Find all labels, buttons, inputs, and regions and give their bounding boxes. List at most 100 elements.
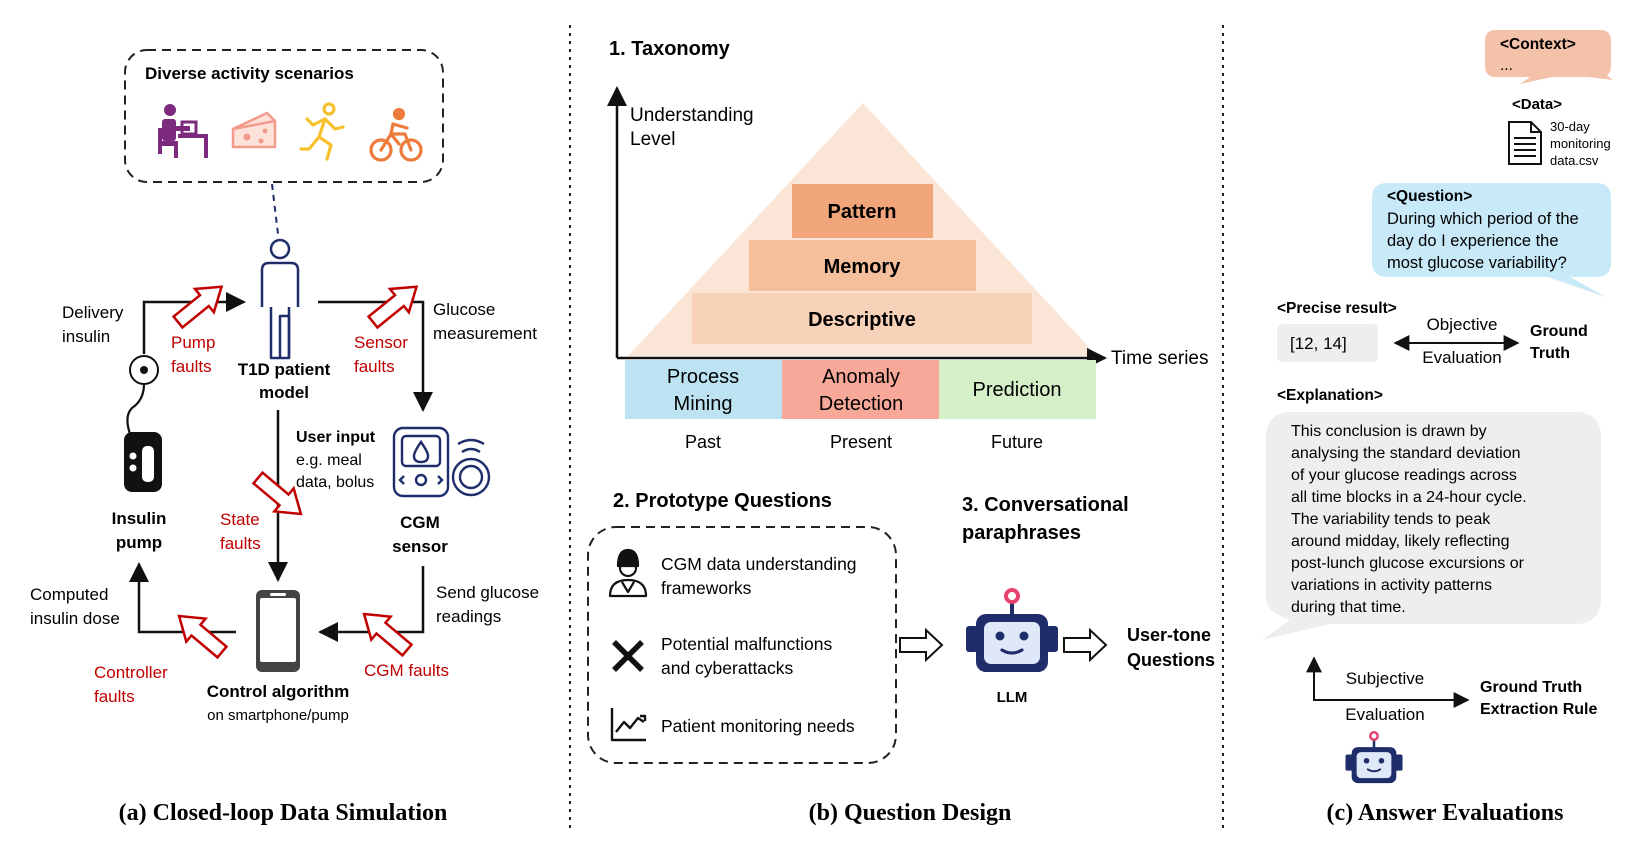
pump-faults-2: faults bbox=[171, 357, 212, 376]
pump-fault-arrow bbox=[167, 273, 233, 335]
panel-c: <Context> ... <Data> 30-day monitoring d… bbox=[1262, 30, 1613, 826]
level-memory-label: Memory bbox=[824, 256, 902, 278]
scenarios-box bbox=[124, 49, 444, 183]
doctor-icon bbox=[608, 548, 648, 598]
control-title: Control algorithm bbox=[207, 682, 350, 701]
llm-robot-icon bbox=[964, 588, 1060, 674]
question-line-2: day do I experience the bbox=[1387, 232, 1559, 250]
sensor-faults-1: Sensor bbox=[354, 333, 408, 352]
proto-3-line-1: Patient monitoring needs bbox=[661, 716, 855, 736]
time-present: Present bbox=[830, 432, 892, 452]
proto-title: 2. Prototype Questions bbox=[613, 490, 832, 512]
pump-faults-1: Pump bbox=[171, 333, 215, 352]
file-name-3: data.csv bbox=[1550, 153, 1599, 168]
explanation-line-6: around midday, likely reflecting bbox=[1291, 533, 1509, 550]
category-anomaly bbox=[782, 360, 939, 419]
question-bubble bbox=[1372, 183, 1611, 297]
y-label-2: Level bbox=[630, 129, 675, 150]
proto-2-line-1: Potential malfunctions bbox=[661, 634, 832, 654]
control-sub: on smartphone/pump bbox=[207, 707, 349, 724]
precise-result-box bbox=[1277, 324, 1378, 362]
question-tag: <Question> bbox=[1387, 188, 1472, 205]
desk-worker-icon bbox=[158, 104, 208, 158]
proto-1-line-1: CGM data understanding bbox=[661, 554, 857, 574]
time-past: Past bbox=[685, 432, 721, 452]
caption-b: (b) Question Design bbox=[809, 800, 1012, 826]
cgm-sensor-icon bbox=[392, 426, 491, 498]
context-bubble bbox=[1485, 30, 1611, 84]
proto-2-line-2: and cyberattacks bbox=[661, 658, 794, 678]
user-tone-1: User-tone bbox=[1127, 625, 1211, 645]
explanation-line-2: analysing the standard deviation bbox=[1291, 445, 1521, 462]
conv-title-2: paraphrases bbox=[962, 522, 1081, 544]
computed-label-1: Computed bbox=[30, 585, 108, 604]
glucose-label-1: Glucose bbox=[433, 300, 495, 319]
level-pattern-label: Pattern bbox=[828, 201, 897, 223]
explanation-tag: <Explanation> bbox=[1277, 387, 1383, 404]
user-input-2: data, bolus bbox=[296, 474, 374, 491]
precise-tag: <Precise result> bbox=[1277, 300, 1397, 317]
evaluation-label-2: Evaluation bbox=[1345, 705, 1424, 724]
explanation-bubble bbox=[1262, 412, 1601, 640]
cross-icon bbox=[612, 640, 644, 672]
send-label-2: readings bbox=[436, 607, 501, 626]
patient-label-1: T1D patient bbox=[238, 360, 331, 379]
sensor-fault-arrow bbox=[362, 273, 428, 335]
scenarios-title: Diverse activity scenarios bbox=[145, 64, 354, 83]
file-icon bbox=[1508, 121, 1542, 165]
question-line-3: most glucose variability? bbox=[1387, 254, 1567, 272]
explanation-line-5: The variability tends to peak bbox=[1291, 511, 1491, 528]
controller-faults-2: faults bbox=[94, 687, 135, 706]
runner-icon bbox=[299, 102, 345, 161]
explanation-line-9: during that time. bbox=[1291, 599, 1406, 616]
data-tag: <Data> bbox=[1512, 96, 1562, 113]
state-faults-1: State bbox=[220, 510, 260, 529]
file-name-1: 30-day bbox=[1550, 119, 1590, 134]
x-label: Time series bbox=[1111, 348, 1208, 369]
level-descriptive bbox=[692, 293, 1032, 344]
category-prediction bbox=[939, 360, 1096, 419]
precise-value: [12, 14] bbox=[1290, 334, 1347, 353]
llm-label: LLM bbox=[997, 689, 1028, 706]
send-label-1: Send glucose bbox=[436, 583, 539, 602]
controller-faults-1: Controller bbox=[94, 663, 168, 682]
hollow-arrow-1 bbox=[899, 627, 944, 663]
user-input-1: e.g. meal bbox=[296, 452, 362, 469]
hollow-arrow-2 bbox=[1063, 627, 1108, 663]
ground-truth-1: Ground bbox=[1530, 323, 1588, 340]
computed-label-2: insulin dose bbox=[30, 609, 120, 628]
evaluation-label: Evaluation bbox=[1422, 348, 1501, 367]
level-memory bbox=[749, 240, 976, 291]
user-input-title: User input bbox=[296, 429, 376, 446]
category-anomaly-1: Anomaly bbox=[822, 366, 900, 388]
insulin-pump-1: Insulin bbox=[112, 509, 167, 528]
category-prediction-1: Prediction bbox=[973, 379, 1062, 401]
explanation-line-4: all time blocks in a 24-hour cycle. bbox=[1291, 489, 1527, 506]
rule-label-2: Extraction Rule bbox=[1480, 701, 1597, 718]
proto-box bbox=[587, 526, 897, 764]
delivery-label-2: insulin bbox=[62, 327, 110, 346]
rule-label-1: Ground Truth bbox=[1480, 679, 1582, 696]
cgm-sensor-2: sensor bbox=[392, 537, 448, 556]
ground-truth-2: Truth bbox=[1530, 345, 1570, 362]
explanation-line-7: post-lunch glucose excursions or bbox=[1291, 555, 1525, 572]
cyclist-icon bbox=[369, 107, 423, 162]
explanation-line-8: variations in activity patterns bbox=[1291, 577, 1492, 594]
insulin-pump-icon bbox=[124, 355, 162, 492]
panel-b: 1. Taxonomy Pattern Memory Descriptive U… bbox=[587, 38, 1215, 826]
category-anomaly-2: Detection bbox=[819, 393, 904, 415]
proto-1-line-2: frameworks bbox=[661, 578, 752, 598]
insulin-pump-2: pump bbox=[116, 533, 162, 552]
sensor-faults-2: faults bbox=[354, 357, 395, 376]
caption-c: (c) Answer Evaluations bbox=[1327, 800, 1564, 826]
conv-title-1: 3. Conversational bbox=[962, 494, 1129, 516]
objective-label: Objective bbox=[1427, 315, 1498, 334]
question-line-1: During which period of the bbox=[1387, 210, 1579, 228]
time-future: Future bbox=[991, 432, 1043, 452]
patient-label-2: model bbox=[259, 383, 309, 402]
smartphone-icon bbox=[256, 590, 300, 672]
category-process bbox=[625, 360, 782, 419]
trend-chart-icon bbox=[610, 708, 647, 742]
controller-fault-arrow bbox=[168, 603, 233, 665]
